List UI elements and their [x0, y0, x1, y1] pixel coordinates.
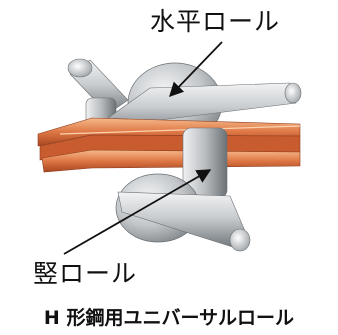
lower-horizontal-roll	[115, 173, 251, 252]
upper-roll-shaft-end	[284, 82, 302, 104]
vertical-roll-leader	[63, 169, 212, 255]
h-beam-bottom-flange	[41, 149, 301, 173]
left-roll-shaft-end	[67, 58, 93, 78]
vertical-roll-label: 竪ロール	[33, 259, 138, 288]
h-beam-highlight	[59, 125, 301, 135]
h-beam-workpiece	[37, 117, 301, 173]
horizontal-roll-label: 水平ロール	[150, 7, 281, 36]
figure-caption: H 形鋼用ユニバーサルロール	[43, 307, 295, 329]
horizontal-roll-leader	[169, 41, 223, 98]
lower-roll-shaft-end	[229, 228, 251, 252]
